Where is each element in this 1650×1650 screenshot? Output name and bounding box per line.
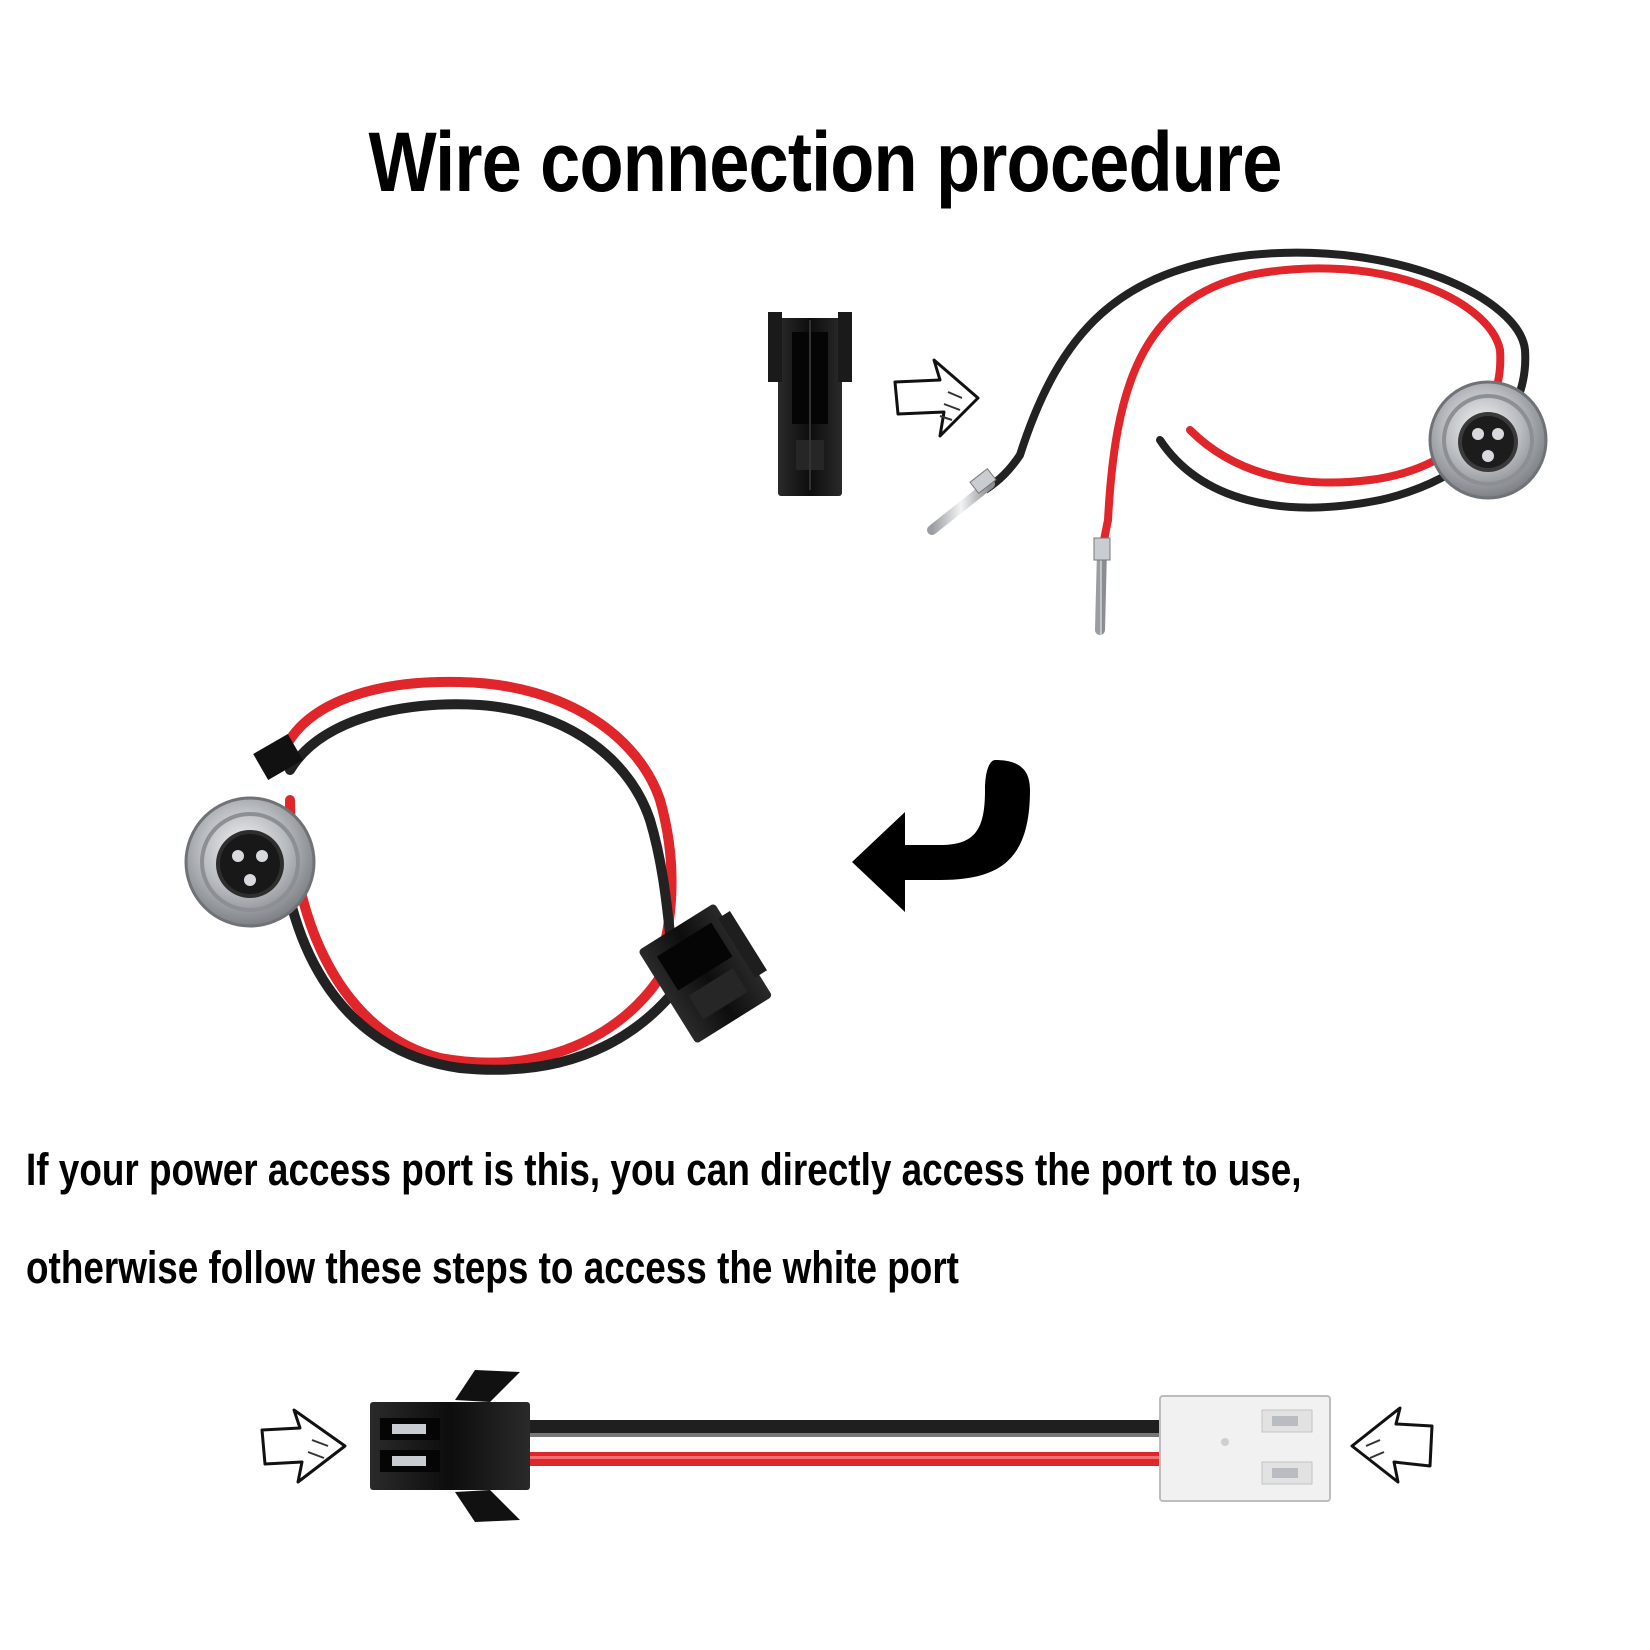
adapter-cable-black-to-white (370, 1370, 1331, 1522)
page-title: Wire connection procedure (368, 115, 1282, 209)
round-plug-cable-loose-pins (927, 248, 1548, 635)
outline-arrow-right-icon (893, 358, 980, 438)
black-connector-housing (768, 312, 852, 496)
curved-arrow-left-icon (852, 760, 1030, 912)
outline-arrow-right-icon (260, 1408, 347, 1484)
caption-line-1: If your power access port is this, you c… (26, 1144, 1302, 1195)
outline-arrow-left-icon (1350, 1406, 1434, 1484)
caption-line-2: otherwise follow these steps to access t… (26, 1242, 959, 1293)
round-plug-cable-assembled (184, 676, 772, 1075)
